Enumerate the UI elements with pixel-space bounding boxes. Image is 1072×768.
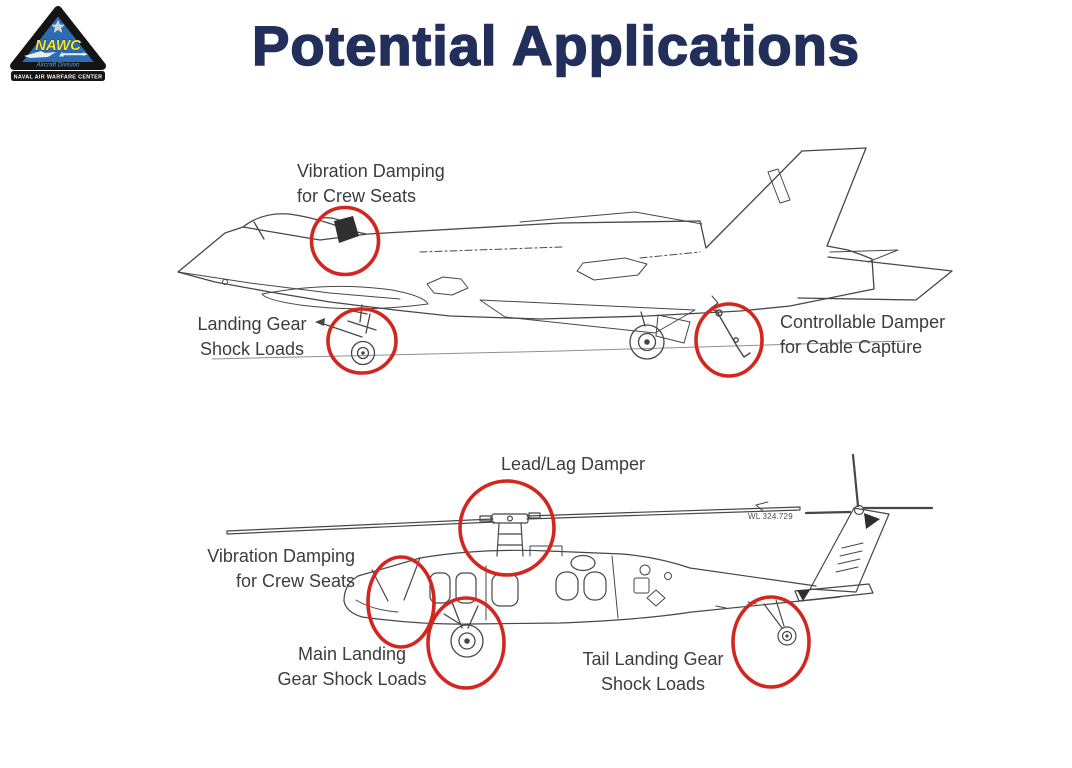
jet-ground-line <box>211 340 906 360</box>
jet-highlight-circles <box>309 205 764 378</box>
helicopter-airframe <box>226 453 934 625</box>
highlight-circle-heli-cockpit <box>366 555 436 649</box>
jet-tail-hook <box>710 295 751 358</box>
logo-star-icon <box>51 19 65 33</box>
annotation-line: Shock Loads <box>199 339 305 359</box>
logo-missile-icon <box>59 52 88 57</box>
annotation-heli-main-gear: Main Landing Gear Shock Loads <box>252 642 452 692</box>
annotation-line: Vibration Damping <box>207 546 355 566</box>
helicopter-tail-gear <box>763 599 797 646</box>
annotation-line: Controllable Damper <box>780 312 946 332</box>
annotation-heli-crew-seats: Vibration Damping for Crew Seats <box>155 544 355 594</box>
waterline-note: WL 324.729 <box>748 512 793 521</box>
annotation-line: for Crew Seats <box>235 571 355 591</box>
jet-airframe <box>177 147 953 334</box>
helicopter-main-gear <box>443 601 484 658</box>
logo-jet-silhouette-icon <box>24 51 56 58</box>
logo-acronym: NAWC <box>35 37 82 54</box>
logo-triangle <box>10 6 106 70</box>
highlight-circle-jet-tail-hook <box>694 302 764 378</box>
annotation-jet-landing-gear: Landing Gear Shock Loads <box>152 312 352 362</box>
annotation-line: Tail Landing Gear <box>582 649 724 669</box>
annotation-line: for Cable Capture <box>780 337 923 357</box>
nawc-logo: NAWC Aircraft Division NAVAL AIR WARFARE… <box>10 6 106 81</box>
jet-nose-gear <box>315 304 377 366</box>
annotation-line: Lead/Lag Damper <box>500 454 646 474</box>
helicopter-drawing <box>226 453 934 690</box>
jet-ejection-seat <box>334 216 359 243</box>
logo-banner-label: NAVAL AIR WARFARE CENTER <box>14 74 103 80</box>
helicopter-highlight-circles <box>366 479 811 690</box>
logo-division-label: Aircraft Division <box>36 62 81 69</box>
annotation-jet-crew-seats: Vibration Damping for Crew Seats <box>297 159 445 209</box>
slide-title: Potential Applications <box>251 13 860 78</box>
highlight-circle-heli-rotor-hub <box>458 479 556 577</box>
logo-banner <box>11 71 105 81</box>
jet-drawing <box>177 147 953 378</box>
annotation-line: Vibration Damping <box>297 161 445 181</box>
annotation-line: Landing Gear <box>197 314 307 334</box>
annotation-heli-lead-lag-damper: Lead/Lag Damper <box>453 452 693 477</box>
highlight-circle-jet-crew-seat <box>309 205 381 277</box>
annotation-line: Gear Shock Loads <box>277 669 427 689</box>
annotation-jet-cable-capture: Controllable Damper for Cable Capture <box>780 310 945 360</box>
annotation-line: for Crew Seats <box>297 186 417 206</box>
annotation-line: Main Landing <box>297 644 407 664</box>
jet-main-gear <box>629 311 691 360</box>
annotation-line: Shock Loads <box>600 674 706 694</box>
annotation-heli-tail-gear: Tail Landing Gear Shock Loads <box>553 647 753 697</box>
highlight-circle-heli-main-gear <box>426 596 506 690</box>
highlight-circle-jet-nose-gear <box>326 307 398 375</box>
highlight-circle-heli-tail-gear <box>731 595 811 689</box>
